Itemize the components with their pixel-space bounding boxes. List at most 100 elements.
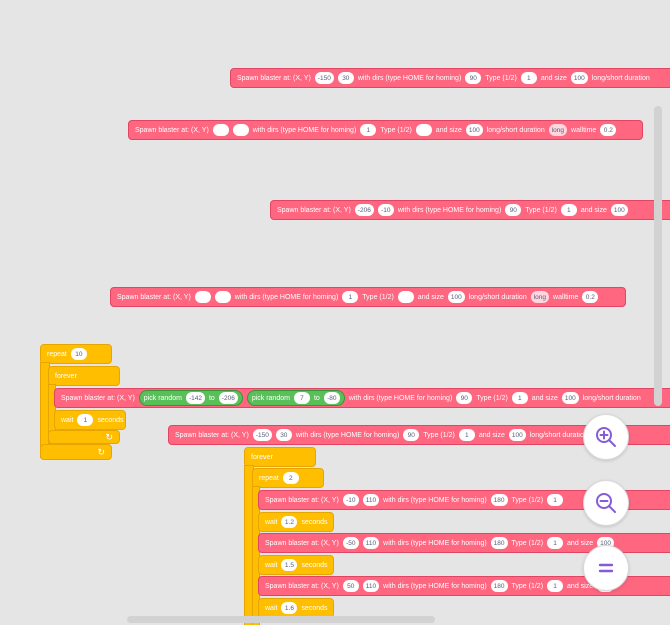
wait-input[interactable]: 1.2 [281, 516, 298, 528]
wait-block[interactable]: wait 1.2 seconds [258, 512, 334, 532]
type-input[interactable] [397, 291, 414, 303]
duration-label: long/short duration [486, 126, 545, 134]
wait-input[interactable]: 1 [77, 414, 94, 426]
random-from-input[interactable]: 7 [293, 392, 310, 404]
dirs-label: with dirs (type HOME for homing) [383, 582, 487, 590]
x-input[interactable]: -150 [314, 72, 334, 84]
walltime-label: walltime [553, 293, 579, 301]
dir-input[interactable]: 1 [342, 291, 359, 303]
pick-random-label: pick random [143, 394, 182, 402]
random-from-input[interactable]: -142 [185, 392, 205, 404]
size-input[interactable]: 100 [447, 291, 465, 303]
type-input[interactable]: 1 [520, 72, 537, 84]
size-input[interactable]: 100 [570, 72, 588, 84]
repeat-block[interactable]: repeat 2 [252, 468, 324, 488]
y-input[interactable] [232, 124, 249, 136]
size-input[interactable]: 100 [465, 124, 483, 136]
spawn-label: Spawn blaster at: (X, Y) [135, 126, 209, 134]
spawn-blaster-block[interactable]: Spawn blaster at: (X, Y) -206 -10 with d… [270, 200, 670, 220]
type-label: Type (1/2) [485, 74, 517, 82]
random-to-input[interactable]: -206 [218, 392, 238, 404]
size-input[interactable]: 100 [610, 204, 628, 216]
size-input[interactable]: 100 [561, 392, 579, 404]
y-input[interactable]: 110 [362, 580, 380, 592]
type-input[interactable]: 1 [547, 494, 564, 506]
dir-input[interactable]: 90 [465, 72, 482, 84]
pick-random-x[interactable]: pick random -142 to -206 [138, 390, 243, 406]
duration-input[interactable]: long [530, 291, 550, 303]
type-input[interactable]: 1 [547, 580, 564, 592]
to-label: to [208, 394, 215, 402]
x-input[interactable]: -50 [342, 537, 359, 549]
type-input[interactable]: 1 [547, 537, 564, 549]
seconds-label: seconds [97, 416, 124, 424]
size-label: and size [567, 582, 594, 590]
dirs-label: with dirs (type HOME for homing) [252, 126, 357, 134]
zoom-in-icon [596, 427, 616, 447]
dir-input[interactable]: 1 [360, 124, 377, 136]
dir-input[interactable]: 180 [490, 580, 508, 592]
random-to-input[interactable]: -80 [323, 392, 340, 404]
walltime-input[interactable]: 0.2 [600, 124, 617, 136]
x-input[interactable]: -206 [354, 204, 374, 216]
dir-input[interactable]: 90 [505, 204, 522, 216]
equals-icon [598, 563, 614, 573]
x-input[interactable]: -10 [342, 494, 359, 506]
wait-block[interactable]: wait 1.5 seconds [258, 555, 334, 575]
spawn-blaster-block[interactable]: Spawn blaster at: (X, Y) -10 110 with di… [258, 490, 670, 510]
size-label: and size [531, 394, 558, 402]
dir-input[interactable]: 180 [490, 494, 508, 506]
type-input[interactable]: 1 [511, 392, 528, 404]
wait-label: wait [265, 604, 278, 612]
dir-input[interactable]: 90 [403, 429, 420, 441]
vertical-scrollbar[interactable] [654, 106, 662, 406]
x-input[interactable] [194, 291, 211, 303]
wait-label: wait [265, 518, 278, 526]
spawn-blaster-block[interactable]: Spawn blaster at: (X, Y) with dirs (type… [128, 120, 643, 140]
spawn-blaster-block[interactable]: Spawn blaster at: (X, Y) -150 30 with di… [230, 68, 670, 88]
repeat-label: repeat [47, 350, 67, 358]
wait-input[interactable]: 1.6 [281, 602, 298, 614]
x-input[interactable] [212, 124, 229, 136]
wait-input[interactable]: 1.5 [281, 559, 298, 571]
y-input[interactable]: 110 [362, 494, 380, 506]
dir-input[interactable]: 180 [490, 537, 508, 549]
spawn-blaster-block[interactable]: Spawn blaster at: (X, Y) -150 30 with di… [168, 425, 670, 445]
wait-block[interactable]: wait 1 seconds [54, 410, 126, 430]
y-input[interactable]: 30 [337, 72, 354, 84]
forever-block[interactable]: forever [48, 366, 120, 386]
x-input[interactable]: -150 [252, 429, 272, 441]
wait-block[interactable]: wait 1.6 seconds [258, 598, 334, 618]
dirs-label: with dirs (type HOME for homing) [397, 206, 502, 214]
size-label: and size [435, 126, 462, 134]
repeat-block[interactable]: repeat 10 [40, 344, 112, 364]
forever-label: forever [251, 453, 273, 461]
type-input[interactable] [415, 124, 432, 136]
spawn-blaster-block[interactable]: Spawn blaster at: (X, Y) -50 110 with di… [258, 533, 670, 553]
y-input[interactable]: -10 [377, 204, 394, 216]
y-input[interactable] [214, 291, 231, 303]
y-input[interactable]: 110 [362, 537, 380, 549]
spawn-label: Spawn blaster at: (X, Y) [265, 496, 339, 504]
type-label: Type (1/2) [423, 431, 455, 439]
zoom-in-button[interactable] [583, 414, 629, 460]
walltime-input[interactable]: 0.2 [582, 291, 599, 303]
repeat-count-input[interactable]: 10 [70, 348, 87, 360]
y-input[interactable]: 30 [275, 429, 292, 441]
duration-input[interactable]: long [548, 124, 568, 136]
spawn-blaster-block[interactable]: Spawn blaster at: (X, Y) with dirs (type… [110, 287, 626, 307]
horizontal-scrollbar[interactable] [127, 616, 435, 623]
x-input[interactable]: 50 [342, 580, 359, 592]
dir-input[interactable]: 90 [456, 392, 473, 404]
duration-label: long/short duration [591, 74, 650, 82]
spawn-blaster-block[interactable]: Spawn blaster at: (X, Y) pick random -14… [54, 388, 670, 408]
pick-random-y[interactable]: pick random 7 to -80 [246, 390, 345, 406]
repeat-count-input[interactable]: 2 [282, 472, 299, 484]
size-input[interactable]: 100 [508, 429, 526, 441]
forever-block[interactable]: forever [244, 447, 316, 467]
reset-zoom-button[interactable] [583, 545, 629, 591]
zoom-out-button[interactable] [583, 480, 629, 526]
type-input[interactable]: 1 [560, 204, 577, 216]
type-input[interactable]: 1 [458, 429, 475, 441]
